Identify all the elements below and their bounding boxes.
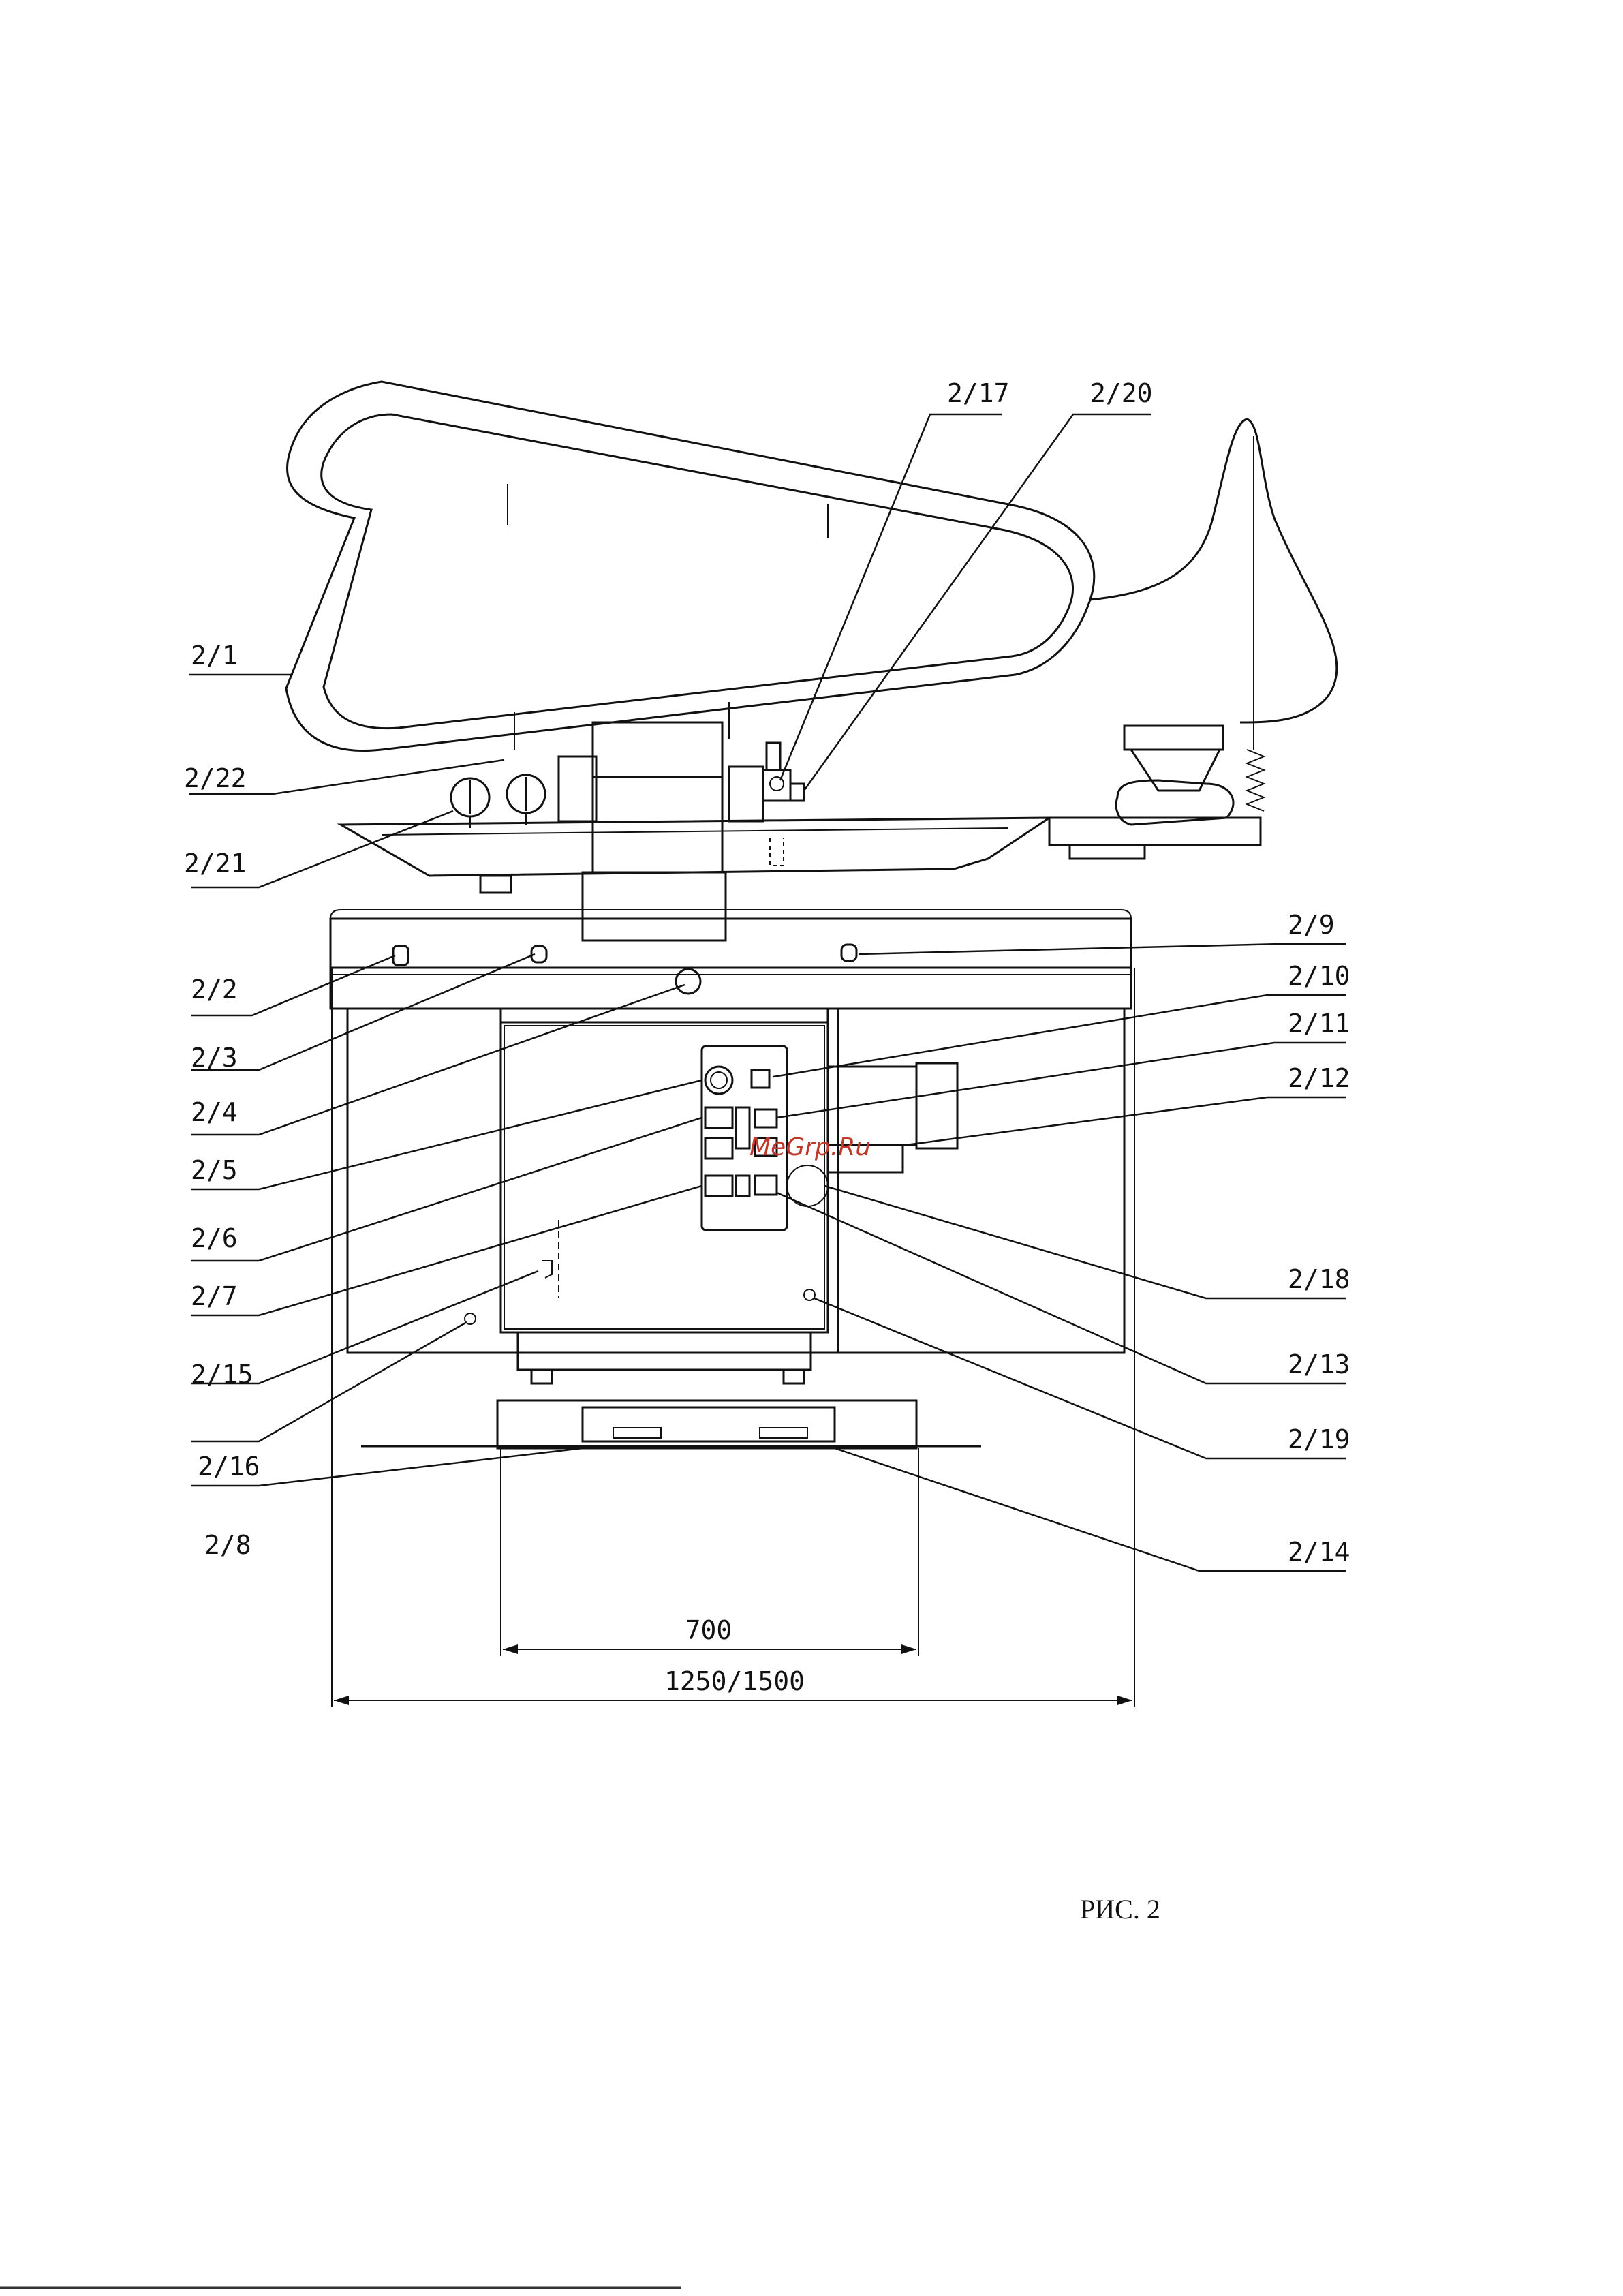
leader-lines	[189, 414, 1346, 1571]
label-2-10: 2/10	[1288, 961, 1350, 991]
label-2-21: 2/21	[184, 848, 247, 878]
dimension-700: 700	[685, 1615, 732, 1645]
label-2-20: 2/20	[1090, 378, 1153, 408]
table-top	[330, 910, 1131, 1009]
label-2-9: 2/9	[1288, 910, 1335, 940]
label-2-13: 2/13	[1288, 1349, 1350, 1379]
label-2-15: 2/15	[191, 1360, 253, 1390]
base	[361, 1400, 981, 1448]
valve-block	[729, 743, 804, 866]
label-2-5: 2/5	[191, 1155, 238, 1185]
dimension-1250-1500: 1250/1500	[664, 1666, 805, 1696]
label-2-22: 2/22	[184, 763, 247, 793]
press-head	[286, 382, 1337, 751]
label-2-11: 2/11	[1288, 1009, 1350, 1039]
label-2-2: 2/2	[191, 975, 238, 1005]
label-2-1: 2/1	[191, 641, 238, 671]
figure-caption: РИС. 2	[1080, 1893, 1160, 1925]
label-2-4: 2/4	[191, 1097, 238, 1127]
label-2-14: 2/14	[1288, 1537, 1350, 1567]
label-2-8: 2/8	[204, 1530, 251, 1560]
foot-pedal	[1116, 436, 1264, 825]
label-2-3: 2/3	[191, 1043, 238, 1073]
label-2-17: 2/17	[947, 378, 1010, 408]
label-2-6: 2/6	[191, 1223, 238, 1253]
label-2-12: 2/12	[1288, 1063, 1350, 1093]
label-2-19: 2/19	[1288, 1424, 1350, 1454]
lower-tray	[341, 818, 1261, 893]
label-2-7: 2/7	[191, 1281, 238, 1311]
label-2-16: 2/16	[198, 1452, 260, 1482]
label-2-18: 2/18	[1288, 1264, 1350, 1294]
watermark: MeGrp.Ru	[749, 1133, 871, 1161]
pressure-gauges	[451, 756, 596, 828]
